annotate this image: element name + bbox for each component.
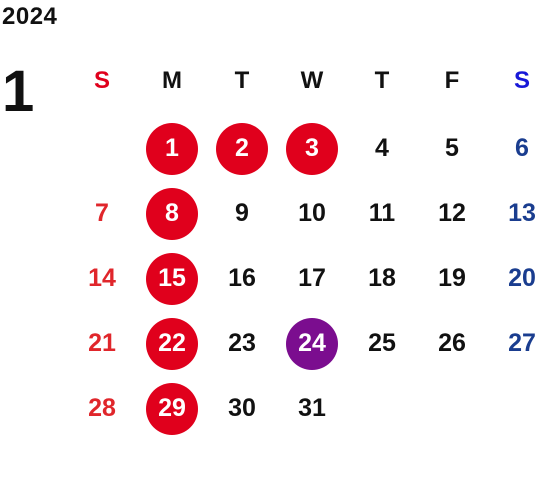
- weekday-thursday: T: [374, 67, 390, 94]
- day-3[interactable]: 3: [286, 122, 338, 175]
- day-7[interactable]: 7: [95, 199, 109, 227]
- day-9[interactable]: 9: [235, 199, 249, 227]
- day-24[interactable]: 24: [286, 317, 338, 370]
- day-25[interactable]: 25: [368, 329, 396, 357]
- day-1[interactable]: 1: [146, 122, 198, 175]
- weekday-header-row: S M T W T F S: [67, 46, 548, 116]
- day-12[interactable]: 12: [438, 199, 466, 227]
- day-28[interactable]: 28: [88, 394, 116, 422]
- day-11[interactable]: 11: [368, 199, 396, 227]
- weekday-wednesday: W: [300, 67, 324, 94]
- day-14[interactable]: 14: [88, 264, 116, 292]
- empty-day-cell: [76, 123, 128, 175]
- month-label: 1: [2, 59, 35, 124]
- day-2[interactable]: 2: [216, 122, 268, 175]
- weekday-friday: F: [444, 67, 460, 94]
- week-row: 7 8 9 10 11 12 13: [67, 181, 548, 246]
- day-20[interactable]: 20: [508, 264, 536, 292]
- weekday-monday: M: [162, 67, 182, 94]
- day-5[interactable]: 5: [445, 134, 459, 162]
- week-row: 21 22 23 24 25 26 27: [67, 311, 548, 376]
- week-row: 14 15 16 17 18 19 20: [67, 246, 548, 311]
- day-29[interactable]: 29: [146, 382, 198, 435]
- day-10[interactable]: 10: [298, 199, 326, 227]
- day-23[interactable]: 23: [228, 329, 256, 357]
- week-row: 28 29 30 31: [67, 376, 548, 441]
- day-16[interactable]: 16: [228, 264, 256, 292]
- day-22[interactable]: 22: [146, 317, 198, 370]
- day-26[interactable]: 26: [438, 329, 466, 357]
- empty-day-cell: [356, 383, 408, 435]
- weekday-sunday: S: [93, 67, 110, 94]
- day-13[interactable]: 13: [508, 199, 536, 227]
- empty-day-cell: [496, 383, 548, 435]
- day-17[interactable]: 17: [298, 264, 326, 292]
- day-27[interactable]: 27: [508, 329, 536, 357]
- weekday-saturday: S: [513, 67, 530, 94]
- day-18[interactable]: 18: [368, 264, 396, 292]
- year-label: 2024: [2, 3, 58, 30]
- day-8[interactable]: 8: [146, 187, 198, 240]
- day-6[interactable]: 6: [515, 134, 529, 162]
- day-15[interactable]: 15: [146, 252, 198, 305]
- empty-day-cell: [426, 383, 478, 435]
- weekday-tuesday: T: [234, 67, 250, 94]
- day-31[interactable]: 31: [298, 394, 326, 422]
- day-21[interactable]: 21: [88, 329, 116, 357]
- day-19[interactable]: 19: [438, 264, 466, 292]
- day-30[interactable]: 30: [228, 394, 256, 422]
- day-4[interactable]: 4: [375, 134, 389, 162]
